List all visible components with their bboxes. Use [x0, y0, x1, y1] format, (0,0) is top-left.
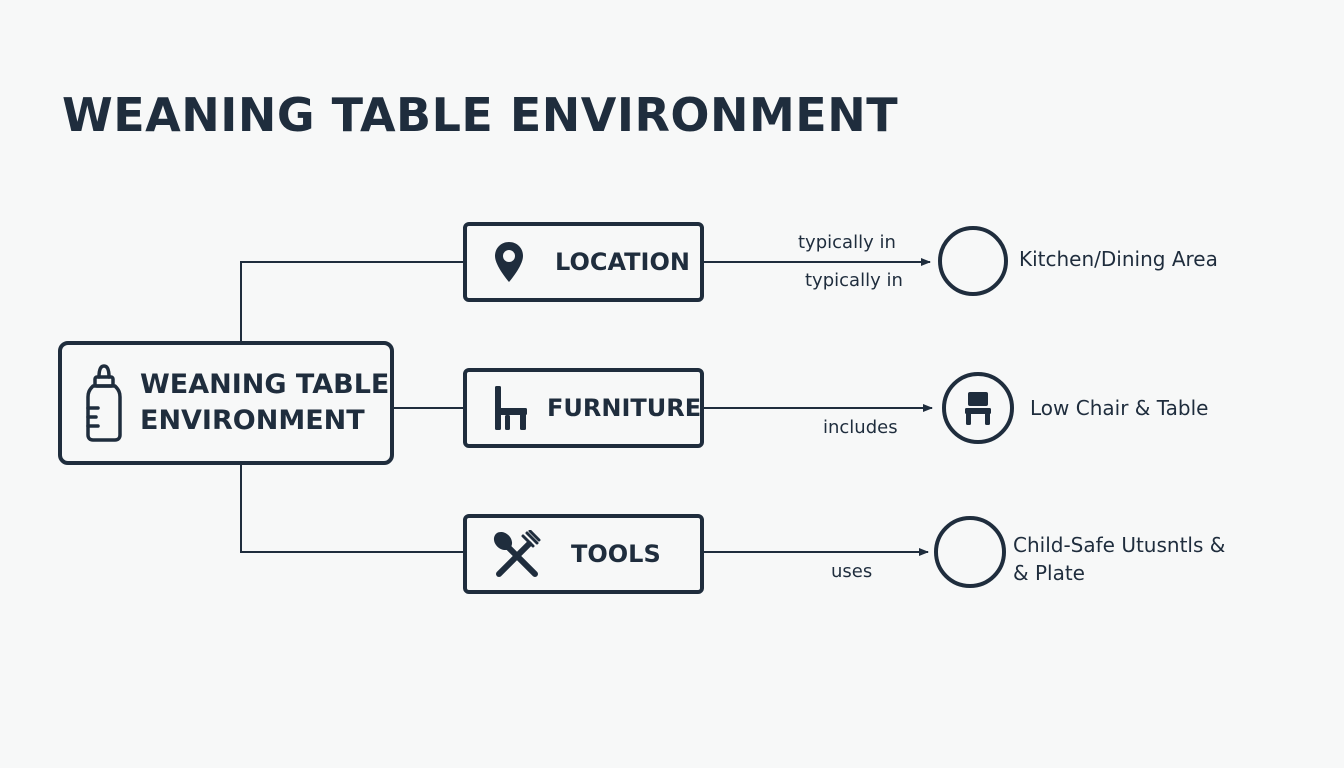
target-node-utensils	[934, 516, 1006, 588]
target-node-low-chair-table	[942, 372, 1014, 444]
category-furniture: FURNITURE	[463, 368, 704, 448]
edge-label-location-2: typically in	[805, 270, 903, 291]
target-label-low-chair-table-line1: Low Chair & Table	[1030, 396, 1209, 420]
target-label-utensils-line1: Child-Safe Utusntls &	[1013, 533, 1226, 557]
root-node-label: WEANING TABLE ENVIRONMENT	[140, 367, 389, 439]
target-label-utensils-line2: & Plate	[1013, 561, 1085, 585]
root-node: WEANING TABLE ENVIRONMENT	[58, 341, 394, 465]
category-location: LOCATION	[463, 222, 704, 302]
target-label-low-chair-table: Low Chair & Table	[1030, 394, 1208, 422]
connector-root-tools	[240, 465, 463, 553]
map-pin-icon	[493, 240, 525, 284]
category-location-label: LOCATION	[555, 248, 690, 276]
root-node-label-line1: WEANING TABLE	[140, 369, 390, 400]
target-label-utensils: Child-Safe Utusntls & & Plate	[1013, 531, 1225, 587]
category-tools-label: TOOLS	[571, 540, 661, 568]
edge-label-location-1: typically in	[798, 232, 896, 253]
target-label-kitchen-line1: Kitchen/Dining Area	[1019, 247, 1218, 271]
edge-label-furniture: includes	[823, 417, 898, 438]
connector-root-location	[240, 261, 463, 341]
target-node-kitchen	[938, 226, 1008, 296]
chair-icon	[493, 384, 529, 432]
baby-bottle-icon	[84, 363, 124, 443]
spoon-fork-icon	[493, 530, 541, 578]
target-label-kitchen: Kitchen/Dining Area	[1019, 245, 1218, 273]
category-tools: TOOLS	[463, 514, 704, 594]
chair-icon	[963, 390, 993, 426]
category-furniture-label: FURNITURE	[547, 394, 702, 422]
root-node-label-line2: ENVIRONMENT	[140, 405, 365, 436]
edge-label-tools: uses	[831, 561, 873, 582]
page-title: WEANING TABLE ENVIRONMENT	[62, 88, 899, 142]
